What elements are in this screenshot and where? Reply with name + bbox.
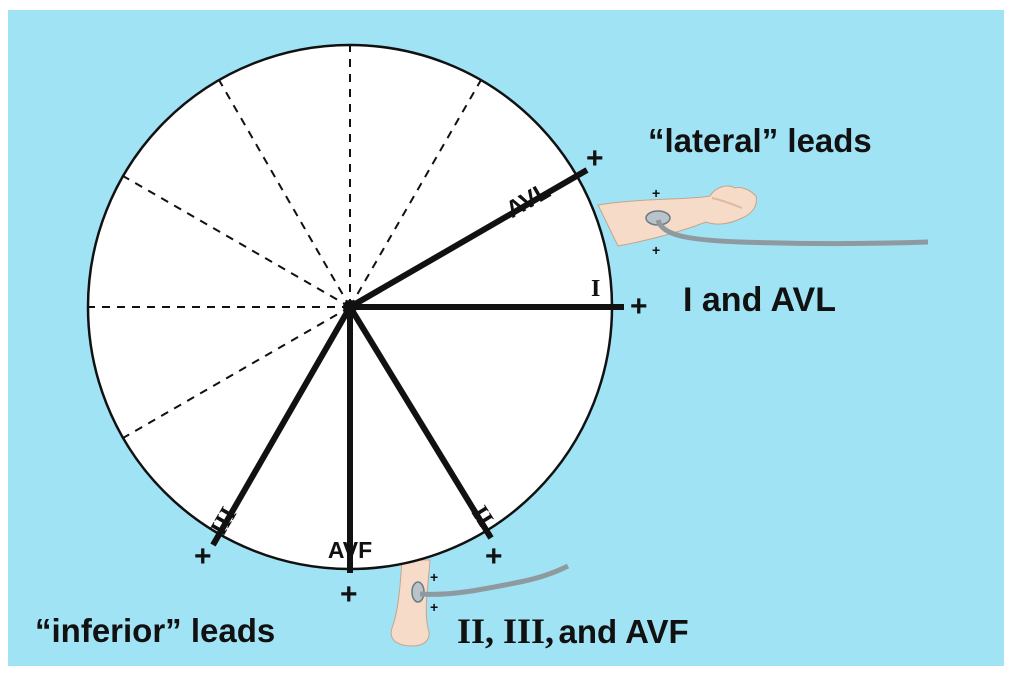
inferior-leads-list-rest: and AVF <box>559 613 689 650</box>
plus-marker-avf: + <box>340 578 358 611</box>
lead-avl-axis <box>348 167 589 310</box>
inferior-leads-heading: “inferior” leads <box>35 612 275 649</box>
plus-marker-iii: + <box>194 540 212 573</box>
lateral-leads-list: I and AVL <box>683 281 836 319</box>
inferior-leads-list-roman: II, III, <box>457 611 554 651</box>
svg-text:+: + <box>430 569 438 585</box>
lateral-leads-list-text: I and AVL <box>683 281 836 319</box>
lead-ii-axis <box>347 305 494 540</box>
plus-marker-ii: + <box>485 540 503 573</box>
lead-label-i: I <box>591 276 600 302</box>
plus-marker-i: + <box>630 290 648 323</box>
lead-label-avf: AVF <box>328 537 372 563</box>
center-point <box>343 300 357 314</box>
leg-with-electrode-icon: + + <box>390 559 570 647</box>
svg-text:+: + <box>652 185 660 201</box>
svg-text:+: + <box>652 242 660 258</box>
svg-text:+: + <box>430 599 438 615</box>
plus-marker-avl: + <box>586 142 604 175</box>
arm-with-electrode-icon: + + <box>597 185 929 258</box>
lead-iii-axis <box>210 305 353 547</box>
lateral-leads-heading: “lateral” leads <box>648 122 872 159</box>
inferior-leads-list: II, III, and AVF <box>457 611 689 651</box>
